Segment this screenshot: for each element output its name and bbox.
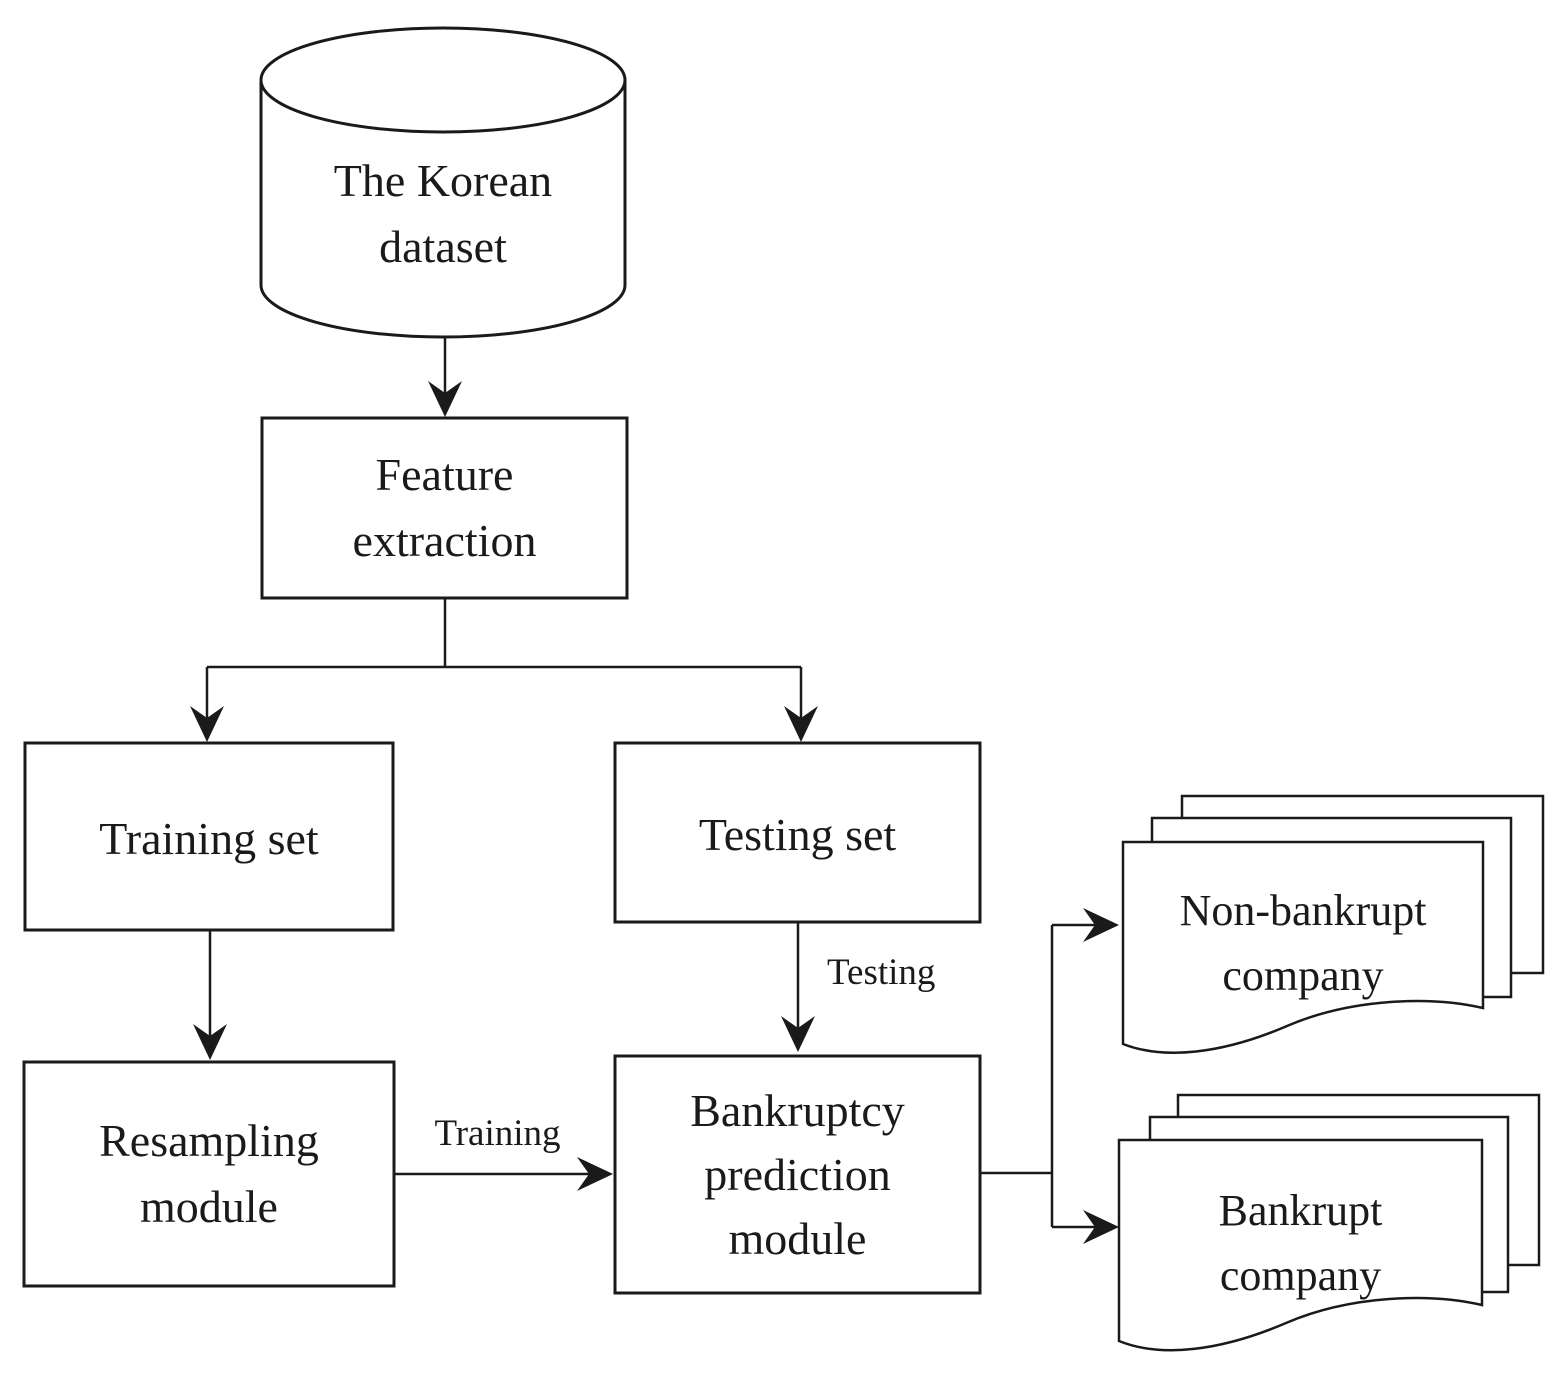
bankrupt-company-label: Bankrupt company <box>1119 1178 1482 1308</box>
edge-bankruptcy-to-outputs <box>980 923 1112 1229</box>
bankrupt-doc-front <box>1117 1138 1484 1352</box>
arrowhead-down-training-set <box>190 706 224 742</box>
training-set-box <box>23 741 395 932</box>
feature-extraction-label-line: extraction <box>352 515 537 566</box>
edge-feature-split <box>205 598 803 736</box>
testing-edge-label: Testing <box>827 952 936 993</box>
dataset-label: The Korean dataset <box>278 148 608 280</box>
non-bankrupt-company-label-line: Non-bankrupt <box>1179 886 1427 935</box>
arrowhead-right-bankruptcy <box>577 1157 613 1191</box>
bankrupt-company-label-line: company <box>1219 1251 1382 1300</box>
resampling-module-box <box>22 1060 396 1288</box>
arrowhead-down-resampling <box>193 1024 227 1060</box>
resampling-module-label-line: Resampling <box>99 1115 319 1166</box>
bankruptcy-prediction-module-label: Bankruptcy prediction module <box>615 1079 980 1271</box>
nonbankrupt-doc-front <box>1121 840 1485 1054</box>
non-bankrupt-company-label: Non-bankrupt company <box>1123 878 1483 1008</box>
training-edge-label: Training <box>434 1113 561 1154</box>
resampling-module-label-line: module <box>140 1181 278 1232</box>
bankruptcy-prediction-module-box <box>613 1054 982 1295</box>
arrowhead-right-bankrupt <box>1083 1210 1119 1244</box>
bankruptcy-prediction-module-label-line: prediction <box>704 1149 891 1200</box>
feature-extraction-box <box>260 416 629 600</box>
dataset-cylinder-top <box>259 26 627 134</box>
arrowhead-down-feature <box>428 381 462 417</box>
dataset-cylinder-body <box>259 80 627 339</box>
testing-set-label-line: Testing set <box>698 809 897 860</box>
testing-set-box <box>613 741 982 924</box>
feature-extraction-label: Feature extraction <box>262 442 627 574</box>
training-set-label-line: Training set <box>99 813 319 864</box>
arrowhead-down-testing-set <box>784 706 818 742</box>
bankruptcy-prediction-module-label-line: Bankruptcy <box>690 1085 905 1136</box>
resampling-module-label: Resampling module <box>24 1108 394 1240</box>
testing-set-label: Testing set <box>615 802 980 868</box>
bankruptcy-prediction-module-label-line: module <box>728 1213 867 1264</box>
dataset-label-line: The Korean <box>333 155 553 206</box>
training-set-label: Training set <box>25 806 393 872</box>
non-bankrupt-company-label-line: company <box>1222 951 1384 1000</box>
bankrupt-company-label-line: Bankrupt <box>1218 1186 1383 1235</box>
arrowhead-down-bankruptcy <box>781 1016 815 1052</box>
dataset-label-line: dataset <box>379 221 507 272</box>
feature-extraction-label-line: Feature <box>375 449 514 500</box>
arrowhead-right-nonbankrupt <box>1083 908 1119 942</box>
